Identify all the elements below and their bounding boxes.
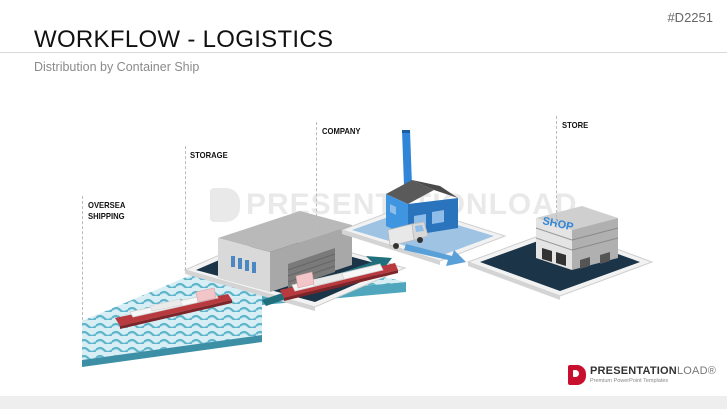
- label-oversea-shipping: OVERSEA SHIPPING: [88, 200, 126, 221]
- brand-name: PRESENTATIONLOAD®: [590, 365, 716, 377]
- leader-line-company: [316, 122, 317, 232]
- slide-id: #D2251: [667, 10, 713, 25]
- small-arrow-icon: [404, 244, 466, 266]
- brand-name-bold: PRESENTATION: [590, 365, 677, 377]
- label-store: STORE: [562, 120, 589, 130]
- brand-reg: ®: [707, 365, 717, 377]
- container-ship-icon: [115, 287, 232, 329]
- label-company: COMPANY: [322, 126, 361, 136]
- brand-name-light: LOAD: [676, 365, 708, 377]
- header-divider: [0, 52, 727, 53]
- watermark-logo-icon: [210, 188, 240, 222]
- leader-line-store: [556, 116, 557, 228]
- brand-tagline: Premium PowerPoint Templates: [590, 378, 669, 384]
- warehouse-icon: [218, 211, 352, 292]
- container-ship-icon-2: [280, 263, 398, 301]
- factory-icon: [386, 130, 458, 236]
- delivery-truck-icon: [387, 221, 429, 249]
- leader-line-storage: [185, 146, 186, 270]
- brand-logo: PRESENTATIONLOAD® Premium PowerPoint Tem…: [568, 365, 716, 385]
- page-subtitle: Distribution by Container Ship: [34, 60, 200, 74]
- page-title: WORKFLOW - LOGISTICS: [34, 26, 334, 53]
- bottom-bar: [0, 396, 727, 409]
- leader-line-oversea: [82, 196, 83, 320]
- presentationload-logo-icon: [568, 365, 586, 385]
- shop-building-icon: SHOP: [535, 206, 619, 270]
- label-storage: STORAGE: [190, 150, 228, 160]
